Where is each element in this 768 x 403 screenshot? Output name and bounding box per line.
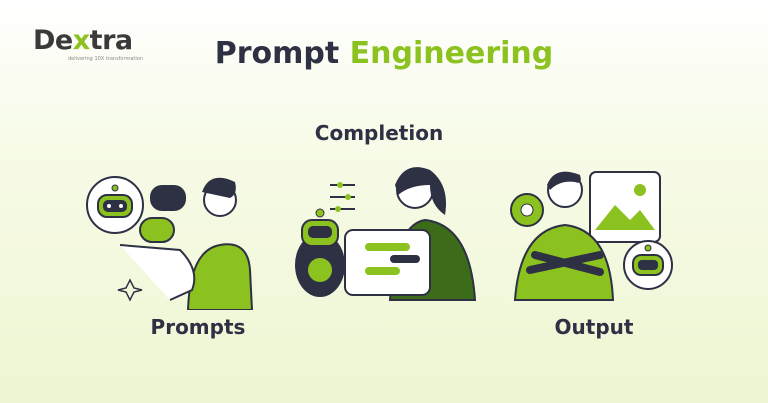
robot-icon xyxy=(86,176,144,234)
logo-text: De xyxy=(33,25,73,56)
label-completion: Completion xyxy=(314,121,444,145)
robot-icon xyxy=(295,208,345,297)
logo-tagline: delivering 10X transformation xyxy=(68,56,143,62)
chat-bubble-icon xyxy=(139,185,186,243)
completion-illustration xyxy=(295,167,477,301)
dextra-logo: Dextra xyxy=(33,26,133,56)
logo-text-end: tra xyxy=(89,25,133,56)
title-engineering: Engineering xyxy=(349,36,554,71)
robot-icon xyxy=(623,240,673,290)
image-icon xyxy=(589,171,661,243)
title-prompt: Prompt xyxy=(214,36,350,71)
label-prompts: Prompts xyxy=(150,315,246,339)
output-illustration xyxy=(510,171,673,301)
label-output: Output xyxy=(554,315,634,339)
gear-icon xyxy=(510,193,544,227)
page-title: Prompt Engineering xyxy=(0,36,768,71)
logo-x: x xyxy=(72,25,90,56)
prompts-illustration xyxy=(86,176,254,310)
